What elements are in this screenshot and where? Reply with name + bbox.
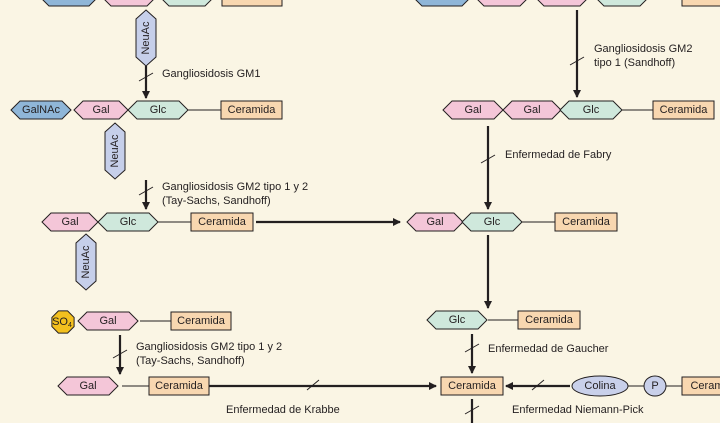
ceramida-node-globo: Ceramida xyxy=(652,100,715,120)
ceramida-node-gm3: Ceramida xyxy=(190,212,254,232)
glc-node-gm2: Glc xyxy=(127,100,189,120)
label-fabry: Enfermedad de Fabry xyxy=(505,149,612,161)
label-krabbe: Enfermedad de Krabbe xyxy=(226,404,340,416)
enzyme-block-marks xyxy=(112,56,585,415)
glc-node-top-right: Glc xyxy=(597,0,647,7)
so4-node-label: SO4 xyxy=(52,316,72,329)
glc-node-globo: Glc xyxy=(559,100,623,120)
gal-node-top-left: Gal xyxy=(104,0,154,7)
gal-node-globo-b: Gal xyxy=(502,100,562,120)
gal-node-globo-a: Gal xyxy=(442,100,504,120)
ceramida-node-sphingomyelin: Ceram xyxy=(681,376,720,396)
molecule-nodes: GalNAcGalGlcCeramidaGalNAcGalGalGlcCeram… xyxy=(10,0,720,397)
gal-node-gm2: Gal xyxy=(73,100,129,120)
label-gm2-taysachs-a-line1: Gangliosidosis GM2 tipo 1 y 2 xyxy=(162,181,308,193)
p-node: P xyxy=(643,375,667,397)
ceramida-node-top-left: Ceramida xyxy=(221,0,283,7)
ceramida-node-top-left-label: Ceramida xyxy=(228,0,277,3)
gal-node-gm2-label: Gal xyxy=(92,104,109,116)
gal-node-top-right-a-label: Gal xyxy=(493,0,510,3)
pathway-arrows xyxy=(116,10,581,423)
label-gaucher: Enfermedad de Gaucher xyxy=(488,343,609,355)
label-gm2-sandhoff-line2: tipo 1 (Sandhoff) xyxy=(594,57,675,69)
neuac-node-gm2-label: NeuAc xyxy=(109,134,121,168)
ceramida-node-center: Ceramida xyxy=(440,376,504,396)
gal-node-gm3-label: Gal xyxy=(61,216,78,228)
ceramida-node-gm3-label: Ceramida xyxy=(198,216,247,228)
glc-node-glucosyl-label: Glc xyxy=(449,314,466,326)
p-node-label: P xyxy=(651,380,658,392)
ceramida-node-galactosyl-label: Ceramida xyxy=(155,380,204,392)
gal-node-sulfatide: Gal xyxy=(77,311,139,331)
label-gm2-taysachs-b-line2: (Tay-Sachs, Sandhoff) xyxy=(136,355,245,367)
ceramida-node-lactosyl-label: Ceramida xyxy=(562,216,611,228)
gal-node-galactosyl: Gal xyxy=(57,376,119,396)
ceramida-node-top-right-label: Ceramida xyxy=(683,0,720,3)
colina-node-label: Colina xyxy=(584,380,616,392)
disease-labels: Gangliosidosis GM1 Gangliosidosis GM2 ti… xyxy=(136,43,692,416)
neuac-node-gm2: NeuAc xyxy=(104,122,126,180)
neuac-node-gm3-label: NeuAc xyxy=(80,245,92,279)
ceramida-node-center-label: Ceramida xyxy=(448,380,497,392)
glc-node-top-left-label: Glc xyxy=(179,0,196,3)
glc-node-globo-label: Glc xyxy=(583,104,600,116)
chain-lines xyxy=(122,109,682,387)
ceramida-node-glucosyl: Ceramida xyxy=(517,310,581,330)
glc-node-lactosyl: Glc xyxy=(461,212,523,232)
so4-node: SO4 xyxy=(51,310,75,334)
gal-node-gm3: Gal xyxy=(41,212,99,232)
glc-node-gm3: Glc xyxy=(97,212,159,232)
ceramida-node-sulfatide: Ceramida xyxy=(170,311,232,331)
gal-node-galactosyl-label: Gal xyxy=(79,380,96,392)
galnac-node-gm2-label: GalNAc xyxy=(22,104,60,116)
neuac-node-gm3: NeuAc xyxy=(75,233,97,291)
ceramida-node-globo-label: Ceramida xyxy=(660,104,709,116)
neuac-node-top-label: NeuAc xyxy=(140,21,152,55)
ceramida-node-lactosyl: Ceramida xyxy=(554,212,618,232)
gal-node-top-left-label: Gal xyxy=(120,0,137,3)
glc-node-top-left: Glc xyxy=(162,0,212,7)
ceramida-node-sulfatide-label: Ceramida xyxy=(177,315,226,327)
glc-node-lactosyl-label: Glc xyxy=(484,216,501,228)
label-gm2-taysachs-b-line1: Gangliosidosis GM2 tipo 1 y 2 xyxy=(136,341,282,353)
gal-node-lactosyl: Gal xyxy=(406,212,464,232)
gal-node-top-right-a: Gal xyxy=(477,0,527,7)
ceramida-node-gm2-label: Ceramida xyxy=(228,104,277,116)
galnac-node-top-right: GalNAc xyxy=(415,0,469,7)
gal-node-globo-a-label: Gal xyxy=(464,104,481,116)
gal-node-globo-b-label: Gal xyxy=(523,104,540,116)
glc-node-glucosyl: Glc xyxy=(426,310,488,330)
gal-node-lactosyl-label: Gal xyxy=(426,216,443,228)
ceramida-node-top-right: Ceramida xyxy=(681,0,720,7)
galnac-node-top-left: GalNAc xyxy=(42,0,96,7)
colina-node: Colina xyxy=(571,375,629,397)
label-gm2-sandhoff-line1: Gangliosidosis GM2 xyxy=(594,43,692,55)
ceramida-node-galactosyl: Ceramida xyxy=(148,376,210,396)
glc-node-gm3-label: Glc xyxy=(120,216,137,228)
galnac-node-top-right-label: GalNAc xyxy=(423,0,461,3)
gal-node-top-right-b: Gal xyxy=(537,0,587,7)
galnac-node-top-left-label: GalNAc xyxy=(50,0,88,3)
ceramida-node-glucosyl-label: Ceramida xyxy=(525,314,574,326)
glc-node-gm2-label: Glc xyxy=(150,104,167,116)
label-niemann: Enfermedad Niemann-Pick xyxy=(512,404,644,416)
gal-node-top-right-b-label: Gal xyxy=(553,0,570,3)
glc-node-top-right-label: Glc xyxy=(614,0,631,3)
ceramida-node-sphingomyelin-label: Ceram xyxy=(690,380,720,392)
label-gm2-taysachs-a-line2: (Tay-Sachs, Sandhoff) xyxy=(162,195,271,207)
galnac-node-gm2: GalNAc xyxy=(10,100,72,120)
gal-node-sulfatide-label: Gal xyxy=(99,315,116,327)
ceramida-node-gm2: Ceramida xyxy=(220,100,283,120)
label-gm1: Gangliosidosis GM1 xyxy=(162,68,260,80)
neuac-node-top: NeuAc xyxy=(135,9,157,67)
